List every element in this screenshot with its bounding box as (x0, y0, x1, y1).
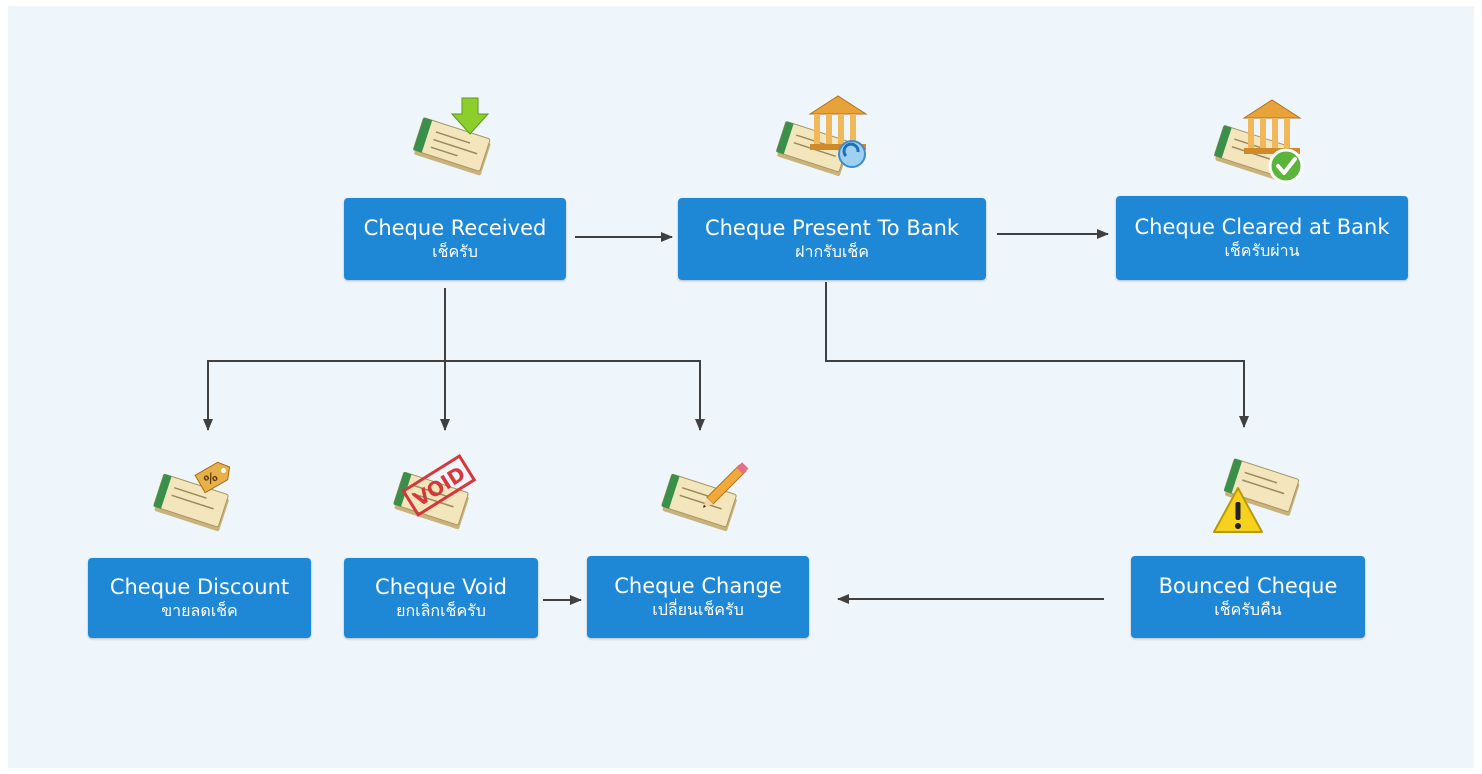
cheque-bank-cleared-icon (1214, 99, 1304, 184)
node-title: Cheque Change (614, 574, 782, 598)
node-cheque-cleared-at-bank[interactable]: Cheque Cleared at Bank เช็ครับผ่าน (1116, 196, 1408, 280)
node-cheque-present-to-bank[interactable]: Cheque Present To Bank ฝากรับเช็ค (678, 198, 986, 280)
node-subtitle: ขายลดเช็ค (161, 601, 238, 620)
cheque-edit-pencil-icon (661, 462, 749, 532)
node-bounced-cheque[interactable]: Bounced Cheque เช็ครับคืน (1131, 556, 1365, 638)
node-subtitle: เช็ครับ (432, 242, 478, 261)
cheque-bank-deposit-icon (776, 95, 868, 176)
node-subtitle: ยกเลิกเช็ครับ (396, 601, 486, 620)
cheque-discount-tag-icon: % (153, 461, 231, 532)
node-title: Cheque Received (363, 216, 547, 240)
discount-tag-text: % (202, 470, 221, 490)
cheque-download-icon (413, 97, 491, 176)
cheque-warning-icon (1213, 458, 1300, 533)
node-title: Cheque Discount (109, 575, 290, 599)
node-subtitle: เช็ครับผ่าน (1224, 241, 1300, 260)
node-subtitle: เปลี่ยนเช็ครับ (652, 600, 744, 619)
edge-received-discount (203, 360, 445, 431)
node-cheque-discount[interactable]: Cheque Discount ขายลดเช็ค (88, 558, 311, 638)
node-title: Cheque Present To Bank (704, 216, 960, 240)
node-cheque-change[interactable]: Cheque Change เปลี่ยนเช็ครับ (587, 556, 809, 638)
node-title: Bounced Cheque (1158, 574, 1338, 598)
cheque-void-stamp-icon: VOID (393, 454, 477, 530)
node-title: Cheque Cleared at Bank (1134, 215, 1390, 239)
node-subtitle: เช็ครับคืน (1214, 600, 1282, 619)
node-cheque-received[interactable]: Cheque Received เช็ครับ (344, 198, 566, 280)
node-title: Cheque Void (375, 575, 507, 599)
edge-present-bounced (825, 282, 1249, 428)
edge-received-change (445, 360, 705, 431)
node-cheque-void[interactable]: Cheque Void ยกเลิกเช็ครับ (344, 558, 538, 638)
node-subtitle: ฝากรับเช็ค (795, 242, 869, 261)
